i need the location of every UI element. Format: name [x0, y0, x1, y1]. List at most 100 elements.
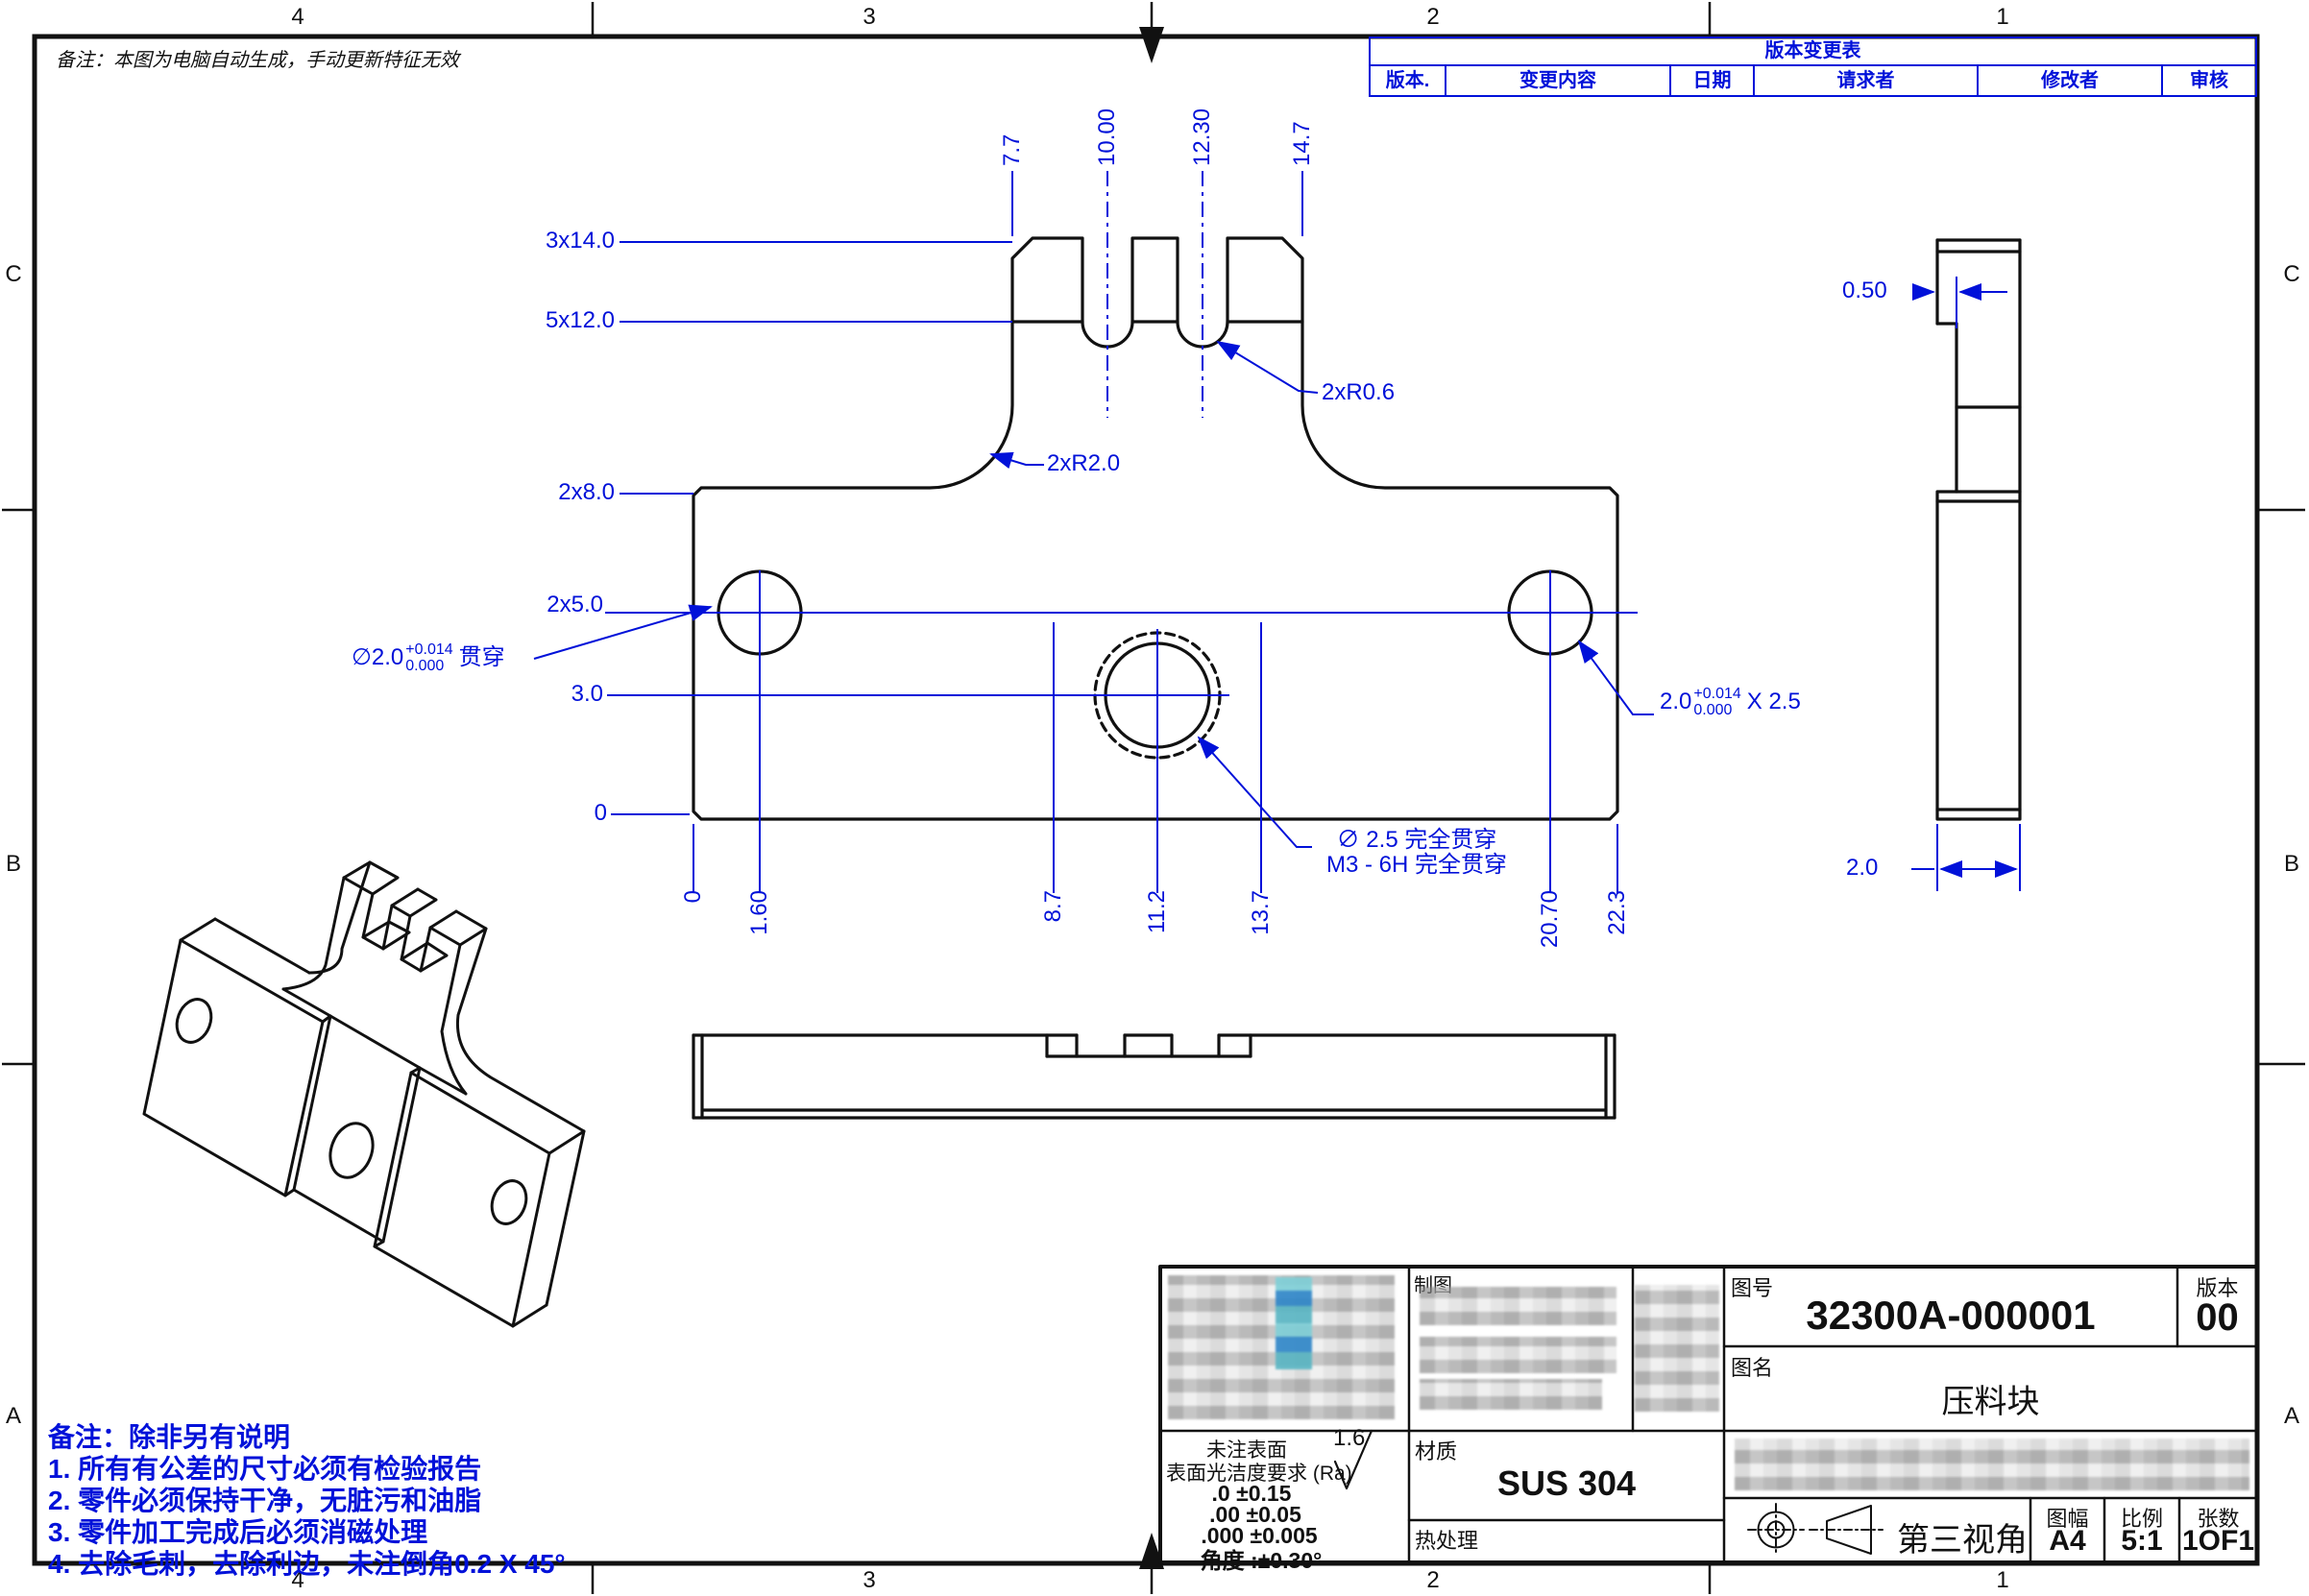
note-line-0: 备注：除非另有说明	[48, 1422, 291, 1452]
callout-r0-6: 2xR0.6	[1322, 379, 1396, 405]
side-view	[1935, 238, 2022, 821]
dim-10-00: 10.00	[1094, 108, 1120, 166]
zone-col-2-top: 2	[1426, 4, 1440, 30]
rev-col-modifier: 修改者	[1979, 66, 2163, 95]
rev-label: 版本	[2196, 1276, 2239, 1300]
dim-11-2: 11.2	[1144, 890, 1170, 933]
callout-center-hole: ∅ 2.5 完全贯穿 M3 - 6H 完全贯穿	[1297, 828, 1537, 878]
material-value: SUS 304	[1496, 1463, 1637, 1503]
center-mark-top	[1139, 27, 1164, 63]
isometric-view	[142, 860, 586, 1328]
name-label: 图名	[1731, 1356, 1774, 1380]
heat-treatment-label: 热处理	[1415, 1529, 1479, 1553]
tolerance-1: .0 ±0.15	[1211, 1481, 1292, 1506]
surface-note-2: 表面光洁度要求 (Ra)	[1166, 1463, 1352, 1485]
dim-3x14: 3x14.0	[545, 228, 615, 254]
center-hole-line1: ∅ 2.5 完全贯穿	[1336, 827, 1497, 853]
drawing-number: 32300A-000001	[1806, 1293, 2096, 1338]
zone-col-4-bottom: 4	[291, 1567, 304, 1593]
zone-row-a-left: A	[5, 1403, 21, 1429]
third-angle-symbol-icon	[1747, 1503, 1884, 1557]
dim-13-7: 13.7	[1248, 890, 1274, 935]
dim-2-0-side: 2.0	[1846, 855, 1879, 881]
zone-col-4-top: 4	[291, 4, 304, 30]
hole-left-tol-plus: +0.014	[405, 641, 453, 658]
dim-14-7: 14.7	[1289, 121, 1315, 166]
rev-value: 00	[2196, 1296, 2239, 1339]
dim-12-30: 12.30	[1189, 108, 1215, 166]
dim-0-50: 0.50	[1842, 278, 1887, 303]
redacted-drafter-name	[1420, 1287, 1616, 1325]
hole-left-dia: ∅2.0	[352, 644, 404, 670]
ra-value: 1.6	[1333, 1425, 1366, 1451]
zone-col-3-bottom: 3	[863, 1567, 876, 1593]
general-notes: 备注：除非另有说明 1. 所有有公差的尺寸必须有检验报告 2. 零件必须保持干净…	[48, 1421, 566, 1580]
zone-row-a-right: A	[2283, 1403, 2299, 1429]
zone-row-b-left: B	[5, 851, 21, 877]
callout-hole-left: ∅2.0 +0.014 0.000 贯穿	[352, 641, 505, 674]
size-label: 图幅	[2046, 1507, 2089, 1531]
dim-20-70: 20.70	[1537, 890, 1563, 949]
dim-22-3: 22.3	[1604, 890, 1630, 935]
scale-label: 比例	[2120, 1507, 2163, 1531]
bottom-view	[692, 1033, 1616, 1120]
hole-right-tol-minus: 0.000	[1693, 702, 1733, 718]
surface-note-1: 未注表面	[1206, 1439, 1287, 1462]
dim-0-bottom: 0	[680, 890, 706, 904]
zone-row-c-left: C	[5, 261, 22, 287]
dim-1-60: 1.60	[746, 890, 772, 935]
zone-col-1-bottom: 1	[1996, 1567, 2009, 1593]
dim-3-0: 3.0	[571, 681, 603, 707]
dim-0-left: 0	[594, 800, 607, 826]
dim-2x5: 2x5.0	[547, 592, 603, 617]
zone-row-c-right: C	[2283, 261, 2300, 287]
redacted-logo-accent	[1276, 1277, 1312, 1369]
projection-label: 第三视角	[1897, 1522, 2028, 1559]
material-label: 材质	[1415, 1439, 1458, 1463]
tolerance-2: .00 ±0.05	[1209, 1502, 1301, 1527]
hole-left-tol-minus: 0.000	[405, 658, 445, 674]
zone-col-1-top: 1	[1996, 4, 2009, 30]
rev-col-date: 日期	[1671, 66, 1755, 95]
tolerance-3: .000 ±0.005	[1201, 1523, 1318, 1548]
rev-col-version: 版本.	[1371, 66, 1446, 95]
redacted-dates	[1635, 1285, 1719, 1412]
iso-hole-center	[328, 1122, 375, 1179]
scale-value: 5:1	[2121, 1525, 2163, 1557]
zone-col-3-top: 3	[863, 4, 876, 30]
center-mark-bottom	[1139, 1533, 1164, 1569]
iso-hole-right	[490, 1179, 528, 1225]
dim-5x12: 5x12.0	[545, 307, 615, 333]
hole-left-thru: 贯穿	[458, 644, 505, 670]
hole-right-tol-plus: +0.014	[1693, 686, 1741, 702]
part-name: 压料块	[1941, 1384, 2040, 1420]
size-value: A4	[2049, 1525, 2086, 1557]
callout-r2-0: 2xR2.0	[1047, 450, 1121, 476]
rev-col-requester: 请求者	[1755, 66, 1979, 95]
note-line-3: 3. 零件加工完成后必须消磁处理	[48, 1517, 428, 1547]
auto-generated-note: 备注：本图为电脑自动生成，手动更新特征无效	[56, 50, 459, 71]
iso-hole-left	[175, 998, 213, 1044]
revision-table: 版本变更表 版本. 变更内容 日期 请求者 修改者 审核	[1369, 36, 2257, 97]
redacted-checker-name	[1420, 1337, 1616, 1373]
hole-right-val: 2.0	[1660, 689, 1692, 714]
redacted-company-address	[1735, 1439, 2249, 1490]
surface-roughness-icon	[1333, 1429, 1373, 1490]
revision-table-title: 版本变更表	[1369, 36, 2257, 64]
note-line-1: 1. 所有有公差的尺寸必须有检验报告	[48, 1454, 482, 1484]
rev-col-change: 变更内容	[1446, 66, 1671, 95]
tolerance-angle: 角度 :±0.30°	[1200, 1548, 1323, 1573]
dim-2x8: 2x8.0	[558, 479, 615, 505]
title-block-grid	[1158, 1265, 2259, 1564]
center-hole-line2: M3 - 6H 完全贯穿	[1325, 852, 1507, 878]
zone-col-2-bottom: 2	[1426, 1567, 1440, 1593]
drawing-no-label: 图号	[1731, 1276, 1774, 1300]
zone-row-b-right: B	[2283, 851, 2299, 877]
redacted-approver-name	[1420, 1379, 1602, 1410]
hole-right-depth: X 2.5	[1746, 689, 1801, 714]
dim-7-7: 7.7	[999, 133, 1025, 166]
note-line-4: 4. 去除毛刺，去除利边，未注倒角0.2 X 45°	[48, 1549, 566, 1579]
